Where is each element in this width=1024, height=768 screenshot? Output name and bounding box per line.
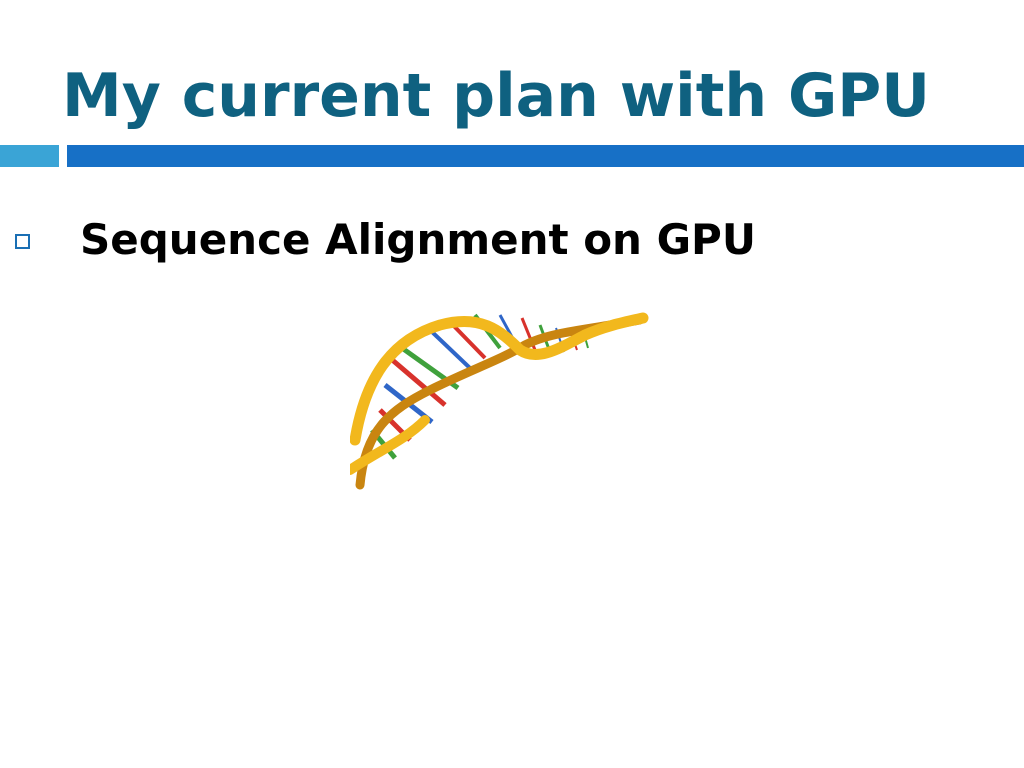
title-rule-accent: [0, 145, 59, 167]
dna-front-strand: [350, 312, 649, 446]
square-bullet-icon: [15, 234, 30, 249]
bullet-item: Sequence Alignment on GPU: [0, 212, 1024, 268]
bullet-text: Sequence Alignment on GPU: [80, 215, 756, 264]
dna-double-helix-image: [350, 312, 649, 490]
slide-title: My current plan with GPU: [62, 61, 930, 131]
dna-back-strand: [355, 315, 645, 490]
title-rule-bar: [67, 145, 1024, 167]
dna-lower-strand: [350, 415, 430, 475]
